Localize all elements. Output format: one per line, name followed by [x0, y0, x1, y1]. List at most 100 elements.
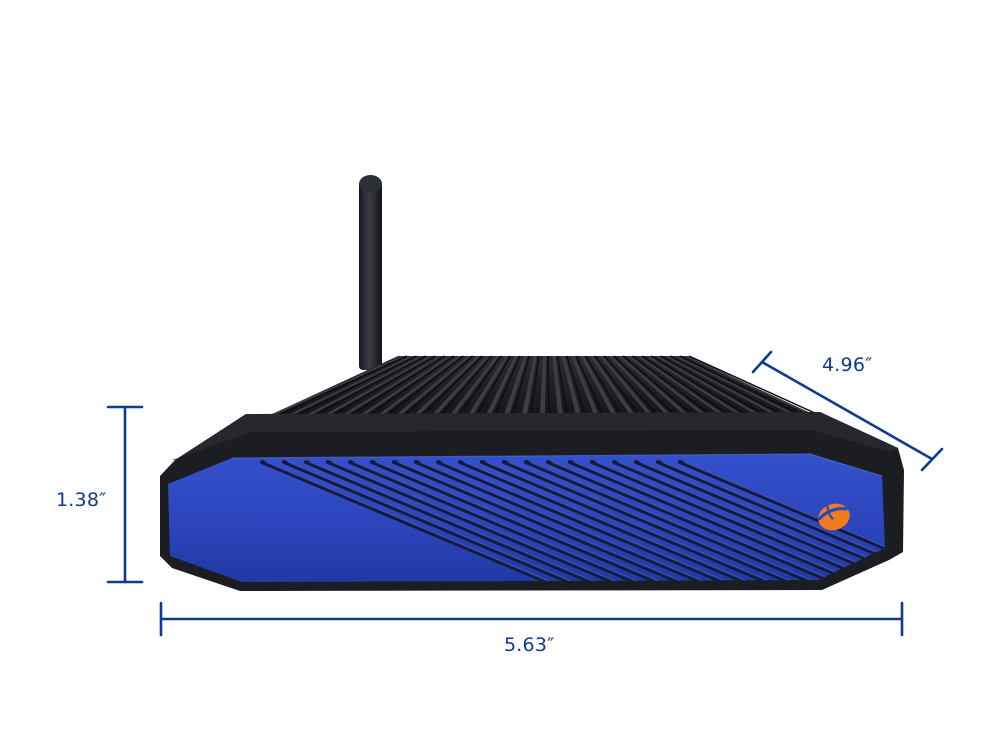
heatsink-fin — [646, 356, 742, 414]
vent-highlight — [419, 461, 711, 582]
heatsink-fin-gap — [632, 355, 711, 415]
vent-highlight — [485, 461, 777, 582]
heatsink-fin-gap — [622, 355, 693, 415]
vent-slot — [480, 460, 774, 582]
vent-highlight — [331, 461, 623, 582]
vent-highlight — [441, 461, 733, 582]
vent-slot — [656, 460, 885, 582]
heatsink-fin — [450, 356, 499, 414]
vent-highlight — [661, 461, 885, 582]
heatsink-fin-gap — [688, 355, 818, 415]
vent-highlight — [375, 461, 667, 582]
antenna — [359, 175, 382, 370]
heatsink-fin — [608, 356, 671, 414]
heatsink-fin — [522, 356, 537, 414]
vent-highlight — [507, 461, 799, 582]
vent-slot — [590, 460, 884, 582]
orange-logo-icon — [818, 503, 850, 531]
height-dimension — [106, 405, 144, 584]
vent-slot — [348, 460, 642, 582]
front-vents — [260, 460, 885, 582]
vent-highlight — [529, 461, 821, 582]
heatsink-fin — [432, 356, 490, 414]
vent-highlight — [463, 461, 755, 582]
heatsink-fin — [655, 356, 760, 414]
height-label: 1.38″ — [56, 489, 107, 511]
heatsink-fin — [674, 356, 796, 414]
heatsink-fin-gap — [369, 355, 455, 415]
heatsink-fin — [561, 356, 581, 414]
heatsink-fin-gap — [494, 355, 521, 415]
heatsink-fin-gap — [441, 355, 493, 415]
heatsink-fin — [486, 356, 518, 414]
heatsink-fin — [468, 356, 509, 414]
heatsink-fin-gap — [651, 355, 746, 415]
heatsink-fin-gap — [556, 355, 568, 415]
heatsink-fin — [618, 356, 688, 414]
heatsink-fin-gap — [298, 355, 417, 415]
heatsink-fin-gap — [316, 355, 427, 415]
heatsink-fin-gap — [423, 355, 483, 415]
heatsink-fin — [397, 356, 471, 414]
heatsink-fin-gap — [594, 355, 639, 415]
heatsink-fin-gap — [352, 355, 445, 415]
heatsink-fin — [272, 356, 405, 414]
heatsink-fin — [504, 356, 528, 414]
heatsink-fin — [414, 356, 481, 414]
heatsink-fin — [627, 356, 706, 414]
vent-slot — [304, 460, 598, 582]
vent-slot — [458, 460, 752, 582]
heatsink-fin-gap — [613, 355, 675, 415]
heatsink-fin-gap — [459, 355, 502, 415]
vent-slot — [414, 460, 708, 582]
heatsink-top — [268, 355, 818, 416]
heatsink-fin — [580, 356, 617, 414]
heatsink-fin — [379, 356, 462, 414]
heatsink-fin — [599, 356, 653, 414]
heatsink-fin — [552, 356, 563, 414]
vent-highlight — [551, 461, 843, 582]
vent-highlight — [397, 461, 689, 582]
heatsink-fin-gap — [660, 355, 764, 415]
heatsink-fin-gap — [334, 355, 436, 415]
heatsink-fin-gap — [679, 355, 800, 415]
depth-label: 4.96″ — [822, 354, 873, 376]
vent-slot — [282, 460, 576, 582]
heatsink-fin-gap — [575, 355, 604, 415]
vent-highlight — [573, 461, 865, 582]
heatsink-fin-gap — [530, 355, 540, 415]
front-panel — [168, 453, 885, 582]
heatsink-fin-gap — [603, 355, 657, 415]
heatsink-fin — [590, 356, 635, 414]
vent-slot — [326, 460, 620, 582]
vent-slot — [260, 460, 554, 582]
heatsink-fins — [272, 355, 818, 415]
vent-highlight — [309, 461, 601, 582]
heatsink-fin — [540, 356, 546, 414]
heatsink-fin-gap — [512, 355, 530, 415]
vent-slot — [502, 460, 796, 582]
heatsink-fin — [665, 356, 778, 414]
heatsink-fin — [637, 356, 724, 414]
depth-dimension — [751, 350, 944, 472]
heatsink-fin-gap — [476, 355, 512, 415]
heatsink-fin — [343, 356, 443, 414]
vent-slot — [392, 460, 686, 582]
vent-highlight — [287, 461, 579, 582]
heatsink-fin-gap — [547, 355, 550, 415]
heatsink-fin-gap — [566, 355, 586, 415]
vent-highlight — [353, 461, 645, 582]
vent-slot — [370, 460, 664, 582]
heatsink-fin-gap — [641, 355, 729, 415]
vent-slot — [568, 460, 862, 582]
heatsink-fin-gap — [584, 355, 622, 415]
vent-slot — [436, 460, 730, 582]
heatsink-fin-gap — [280, 355, 408, 415]
vent-highlight — [595, 461, 885, 582]
heatsink-fin — [361, 356, 452, 414]
vent-slot — [524, 460, 818, 582]
vent-slot — [546, 460, 840, 582]
width-label: 5.63″ — [504, 634, 555, 656]
